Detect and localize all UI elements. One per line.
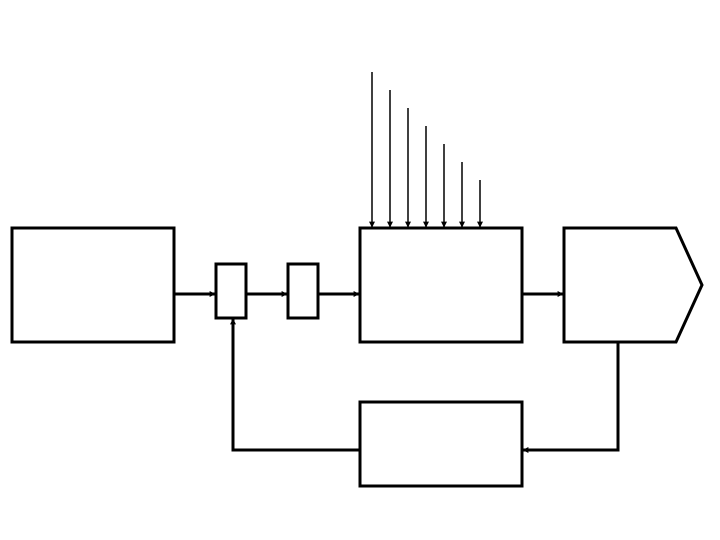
arrow-output-to-feedback bbox=[522, 342, 620, 453]
small-block-1 bbox=[214, 262, 248, 320]
output-block bbox=[562, 226, 704, 344]
small-block-2 bbox=[286, 262, 320, 320]
source-block bbox=[10, 226, 176, 344]
arrow-feedback-to-small1 bbox=[230, 318, 360, 452]
feedback-block bbox=[358, 400, 524, 488]
main-block bbox=[358, 226, 524, 344]
